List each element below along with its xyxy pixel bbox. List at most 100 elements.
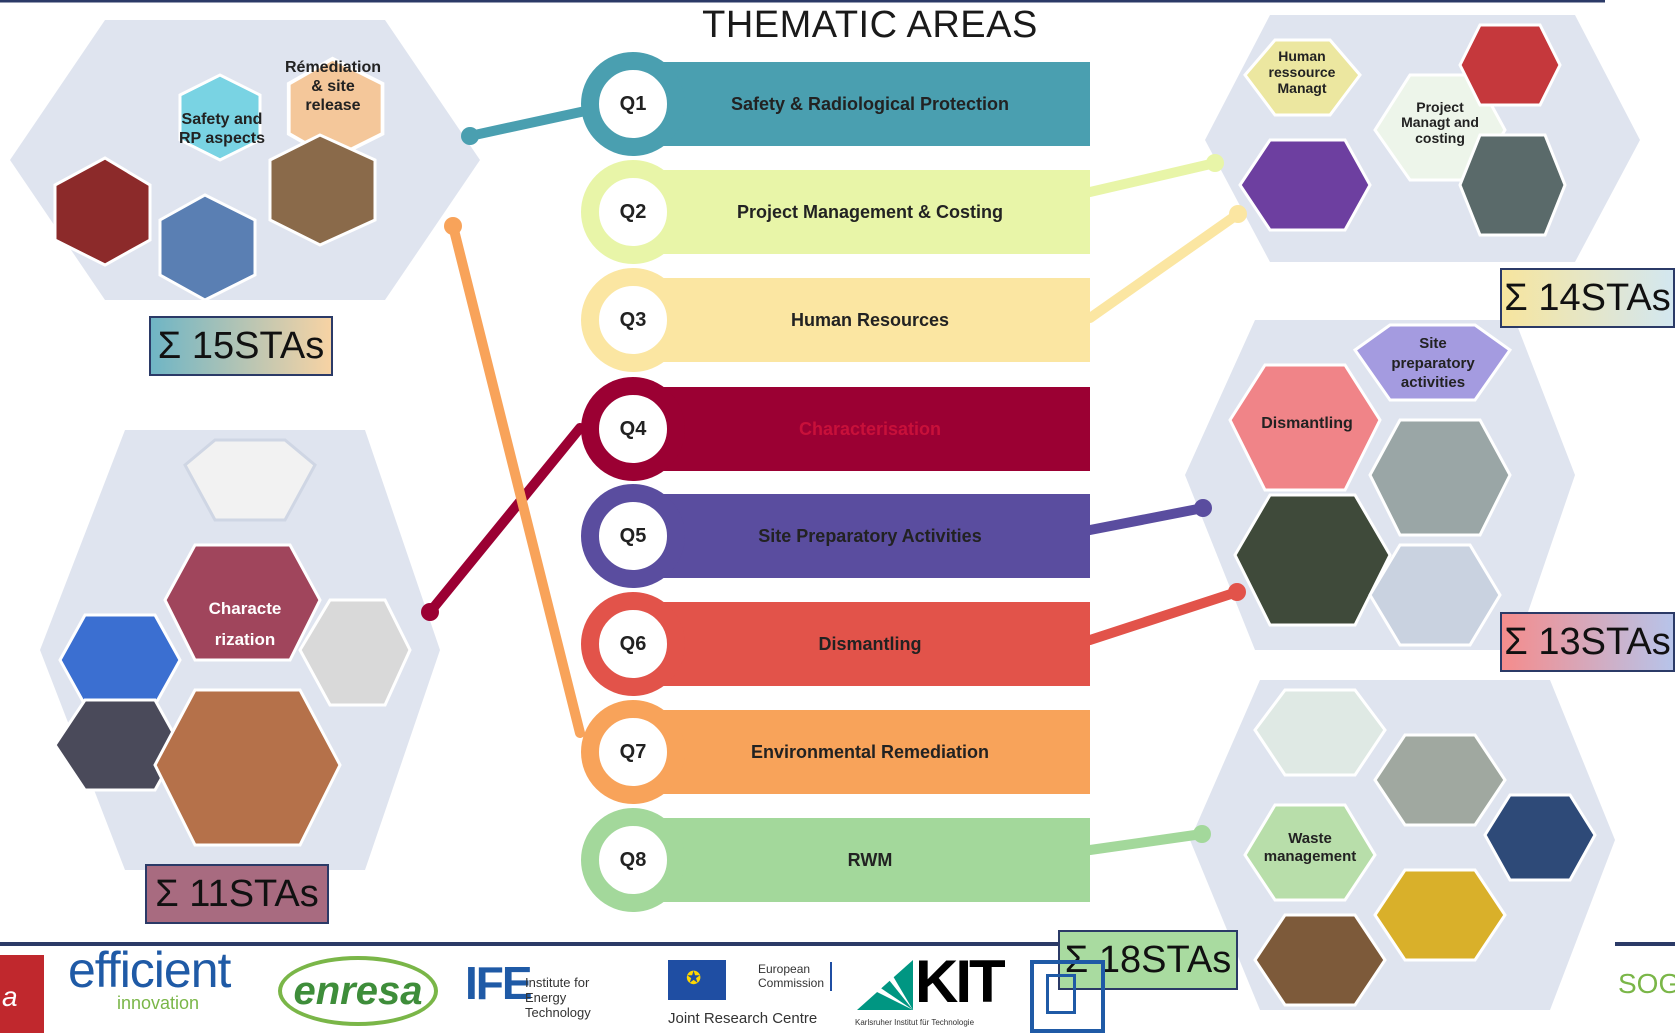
connector-q6-dot	[1228, 583, 1246, 601]
bar-q7: Environmental Remediation	[610, 710, 1090, 794]
logo-ife-line1: Institute for	[525, 975, 590, 990]
logo-ec-line1: European	[758, 962, 811, 976]
circle-q3: Q3	[581, 268, 685, 372]
hex-photo-device	[298, 598, 412, 707]
connector-q5-dot	[1194, 499, 1212, 517]
connector-q7-dot	[444, 217, 462, 235]
hex-photo-facility	[1373, 733, 1507, 827]
logo-partner-left-glyph: a	[2, 981, 18, 1012]
connector-q4-dot	[421, 603, 439, 621]
hex-photo-cycle	[1253, 688, 1387, 777]
hex-human-resource	[1243, 38, 1362, 117]
circle-q4: Q4	[581, 377, 685, 481]
bar-q4: Characterisation	[610, 387, 1090, 471]
eu-flag-icon: ✪	[668, 960, 726, 1000]
hex-photo-robot	[1368, 418, 1512, 537]
hex-photo-reactor	[158, 193, 257, 302]
sta-box-mid-left: Σ 11STAs	[145, 864, 329, 924]
bar-q1: Safety & Radiological Protection	[610, 62, 1090, 146]
hex-photo-machine	[1458, 133, 1567, 237]
bar-label-q6: Dismantling	[818, 633, 922, 654]
hex-dismantling	[1228, 363, 1382, 492]
logo-kit-text: KIT	[915, 948, 1006, 1015]
logo-ife-text: Institute for Energy Technology	[525, 975, 635, 1021]
bar-q2: Project Management & Costing	[610, 170, 1090, 254]
bar-q3: Human Resources	[610, 278, 1090, 362]
bar-label-q7: Environmental Remediation	[750, 741, 990, 762]
connector-q8-dot	[1193, 825, 1211, 843]
circle-q8: Q8	[581, 808, 685, 912]
bar-label-q2: Project Management & Costing	[736, 201, 1004, 222]
hex-remediation	[286, 56, 385, 161]
label-dismantling: Dismantling	[1261, 415, 1353, 432]
hex-photo-gloves	[1368, 543, 1502, 647]
hex-safety	[178, 73, 262, 162]
bar-q6: Dismantling	[610, 602, 1090, 686]
bar-label-q8: RWM	[847, 849, 893, 870]
hex-photo-rover	[153, 688, 342, 847]
hex-photo-workers	[268, 133, 377, 247]
circle-q2: Q2	[581, 160, 685, 264]
hex-photo-scan	[58, 613, 182, 707]
circle-q7: Q7	[581, 700, 685, 804]
bar-q5: Site Preparatory Activities	[610, 494, 1090, 578]
connector-q2-dot	[1206, 154, 1224, 172]
connector-q4	[425, 423, 585, 617]
bar-label-q3: Human Resources	[790, 309, 950, 330]
page-title: THEMATIC AREAS	[702, 4, 1038, 46]
hex-photo-tunnel	[1233, 493, 1392, 627]
connector-q7	[448, 221, 585, 738]
logo-ife: IFE Institute for Energy Technology	[465, 960, 635, 1020]
logo-enresa-text: enresa	[293, 968, 423, 1013]
connector-q8	[1085, 829, 1207, 855]
eu-stars-icon: ✪	[686, 968, 702, 988]
sta-box-top-right: Σ 14STAs	[1500, 268, 1675, 328]
sta-box-top-left: Σ 15STAs	[149, 316, 333, 376]
hex-photo-drums	[1253, 913, 1387, 1007]
bar-label-q5: Site Preparatory Activities	[758, 525, 982, 546]
hex-photo-parliament	[53, 156, 152, 267]
logo-ife-mark: IFE	[465, 957, 533, 1009]
label-safety: Safety and RP aspects	[179, 111, 265, 148]
logo-efficient-sub: innovation	[116, 993, 200, 1013]
connector-q3-dot	[1229, 205, 1247, 223]
connector-q1-dot	[461, 127, 479, 145]
connector-q3	[1085, 209, 1243, 323]
logo-efficient-text: efficient	[68, 942, 231, 998]
hex-photo-pool	[1483, 793, 1597, 882]
logo-ec-jrc: ✪ European Commission Joint Research Cen…	[668, 960, 838, 1030]
circle-q6: Q6	[581, 592, 685, 696]
label-project-managt: Project Managt and costing	[1401, 99, 1479, 146]
label-characterization: Characte rization	[208, 599, 282, 649]
sta-box-mid-right: Σ 13STAs	[1500, 612, 1675, 672]
connector-q6	[1085, 587, 1242, 645]
logo-kit: KIT Karlsruher Institut für Technologie	[855, 952, 1015, 1032]
hex-waste-management	[1243, 803, 1377, 902]
hex-photo-drone	[183, 438, 317, 522]
kit-fan-icon	[857, 960, 913, 1010]
logo-ec-text: European Commission	[758, 962, 833, 991]
bar-label-q1: Safety & Radiological Protection	[730, 93, 1010, 114]
circle-q1: Q1	[581, 52, 685, 156]
hex-photo-software	[1238, 138, 1372, 232]
logo-jrc-text: Joint Research Centre	[668, 1010, 818, 1027]
connector-q5	[1085, 503, 1208, 535]
hex-photo-graph	[1458, 23, 1562, 107]
hex-site-preparatory	[1352, 323, 1513, 402]
logo-enresa: enresa	[278, 956, 438, 1026]
logo-partner-square-inner	[1046, 974, 1076, 1014]
label-waste-management: Waste management	[1263, 830, 1357, 865]
logo-efficient: efficient innovation	[68, 945, 248, 1025]
hex-characterization	[163, 543, 322, 662]
label-remediation: Rémediation & site release	[284, 59, 381, 115]
circle-q5: Q5	[581, 484, 685, 588]
label-site-preparatory: Site preparatory activities	[1391, 335, 1475, 391]
logo-ec-line2: Commission	[758, 976, 825, 991]
logo-partner-square	[1030, 960, 1105, 1033]
label-human-resource: Human ressource Managt	[1268, 48, 1336, 97]
sta-box-bottom-right: Σ 18STAs	[1058, 930, 1238, 990]
connector-q1	[465, 105, 595, 141]
connector-q2	[1085, 158, 1220, 197]
bar-label-q4: Characterisation	[798, 418, 942, 439]
logo-sog: SOG	[1618, 968, 1675, 999]
